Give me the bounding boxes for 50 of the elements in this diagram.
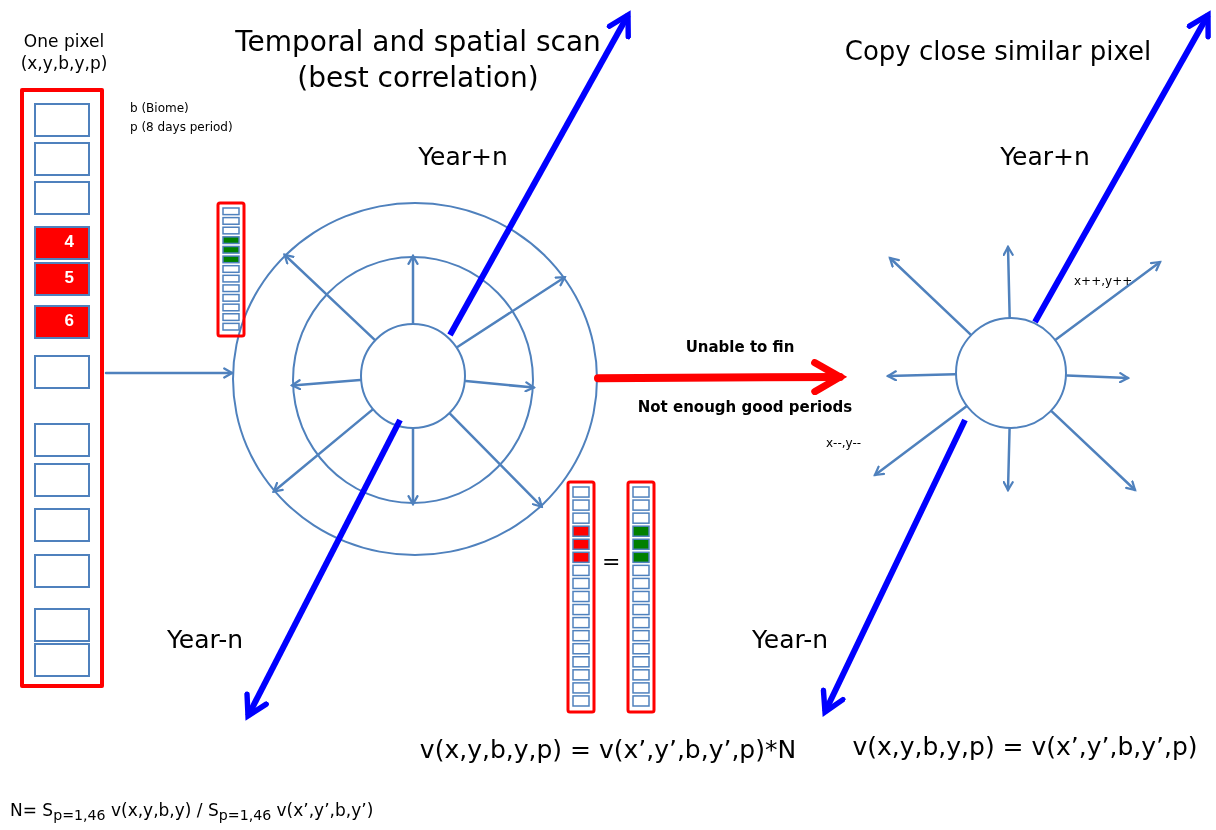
arrow <box>1002 245 1014 319</box>
empty-cell <box>34 643 90 677</box>
band-cell: 6 <box>34 305 90 339</box>
direction-label: x++,y++ <box>1074 274 1133 288</box>
arrow-caption: Unable to fin <box>685 338 795 356</box>
arrow <box>464 379 535 393</box>
empty-cell <box>34 554 90 588</box>
arrow <box>407 254 419 325</box>
empty-cell <box>34 463 90 497</box>
arrow <box>886 370 957 382</box>
circle <box>292 256 534 504</box>
arrow-caption: Not enough good periods <box>636 398 854 418</box>
band-cell: 4 <box>34 226 90 260</box>
arrow <box>1002 427 1014 492</box>
axis-label: Year+n <box>418 142 508 171</box>
circle <box>955 317 1067 429</box>
legend-note: p (8 days period) <box>130 120 233 134</box>
arrow <box>407 427 419 506</box>
empty-cell <box>34 103 90 137</box>
axis-label: Year+n <box>1000 142 1090 171</box>
empty-cell <box>34 142 90 176</box>
formula-text: N= S$_{p=1,46}$ v(x,y,b,y) / S$_{p=1,46}$ v(x’,y’,b,y’) <box>10 800 374 824</box>
arrow <box>104 367 234 379</box>
arrow <box>873 405 968 477</box>
arrow <box>1050 410 1137 492</box>
empty-cell <box>34 508 90 542</box>
circle <box>360 323 466 429</box>
empty-cell <box>34 423 90 457</box>
direction-label: x--,y-- <box>826 436 862 450</box>
formula-text: v(x,y,b,y,p) = v(x’,y’,b,y’,p) <box>852 732 1198 761</box>
arrow <box>283 253 376 341</box>
arrow <box>594 359 844 396</box>
arrow <box>272 408 374 493</box>
empty-cell <box>34 181 90 215</box>
empty-cell <box>34 355 90 389</box>
title-text: Temporal and spatial scan (best correlation) <box>234 24 602 97</box>
band-cell: 5 <box>34 262 90 296</box>
empty-cell <box>34 608 90 642</box>
arrow <box>456 275 566 349</box>
stack-heading: One pixel (x,y,b,y,p) <box>19 30 109 74</box>
formula-text: v(x,y,b,y,p) = v(x’,y’,b,y’,p)*N <box>419 735 797 764</box>
legend-note: b (Biome) <box>130 101 189 115</box>
arrow <box>448 412 543 508</box>
arrow <box>1065 372 1130 384</box>
axis-label: Year-n <box>751 625 829 654</box>
title-text: Copy close similar pixel <box>844 36 1152 66</box>
arrow <box>1054 260 1162 341</box>
arrow <box>290 378 362 391</box>
arrow <box>888 256 972 336</box>
axis-label: Year-n <box>166 625 244 654</box>
